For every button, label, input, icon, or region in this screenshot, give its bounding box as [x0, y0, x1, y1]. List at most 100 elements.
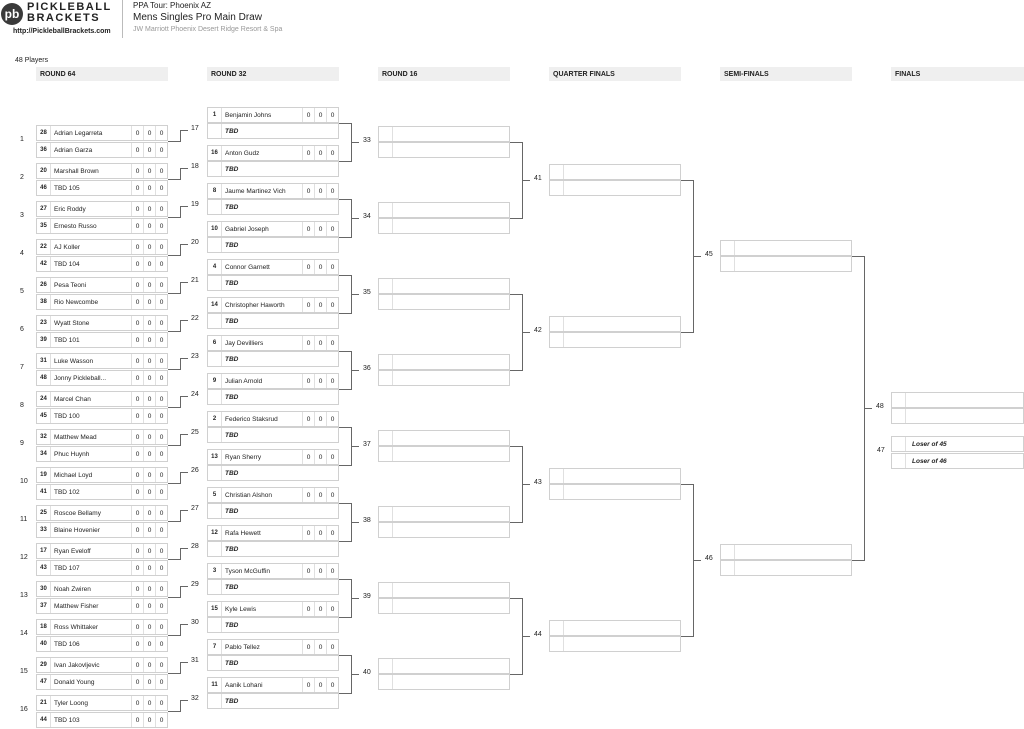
player-slot[interactable]: [720, 256, 852, 272]
player-slot[interactable]: [549, 164, 681, 180]
player-slot[interactable]: [549, 332, 681, 348]
player-slot[interactable]: [378, 658, 510, 674]
logo-line1[interactable]: PICKLEBALL: [27, 1, 112, 13]
player-slot[interactable]: TBD: [207, 161, 339, 177]
player-slot[interactable]: TBD: [207, 313, 339, 329]
player-slot[interactable]: TBD: [207, 389, 339, 405]
player-slot[interactable]: TBD: [207, 351, 339, 367]
player-slot[interactable]: [378, 674, 510, 690]
player-slot[interactable]: [891, 408, 1024, 424]
player-slot[interactable]: [378, 218, 510, 234]
player-slot[interactable]: TBD: [207, 427, 339, 443]
player-slot[interactable]: [378, 202, 510, 218]
player-slot[interactable]: TBD: [207, 693, 339, 709]
player-slot[interactable]: [891, 392, 1024, 408]
player-slot[interactable]: [378, 506, 510, 522]
player-slot[interactable]: TBD: [207, 237, 339, 253]
player-slot[interactable]: [378, 446, 510, 462]
player-slot[interactable]: TBD: [207, 199, 339, 215]
player-slot[interactable]: [549, 620, 681, 636]
player-slot[interactable]: [378, 522, 510, 538]
player-slot[interactable]: Loser of 45: [891, 436, 1024, 452]
player-slot[interactable]: [720, 560, 852, 576]
player-slot[interactable]: [378, 582, 510, 598]
player-slot[interactable]: TBD: [207, 275, 339, 291]
player-slot[interactable]: [720, 240, 852, 256]
player-slot[interactable]: [549, 484, 681, 500]
player-slot[interactable]: TBD: [207, 579, 339, 595]
player-slot[interactable]: TBD: [207, 465, 339, 481]
player-slot[interactable]: [549, 636, 681, 652]
player-slot[interactable]: TBD: [207, 655, 339, 671]
pickleball-logo-icon[interactable]: pb: [1, 3, 23, 25]
player-slot[interactable]: TBD: [207, 123, 339, 139]
player-slot[interactable]: [378, 126, 510, 142]
player-slot[interactable]: [378, 430, 510, 446]
site-link[interactable]: http://PickleballBrackets.com: [13, 28, 111, 35]
player-slot[interactable]: Loser of 46: [891, 453, 1024, 469]
player-slot[interactable]: [378, 370, 510, 386]
player-slot[interactable]: [549, 316, 681, 332]
player-slot[interactable]: [378, 278, 510, 294]
player-slot[interactable]: [378, 294, 510, 310]
player-slot[interactable]: [549, 468, 681, 484]
player-slot[interactable]: [378, 142, 510, 158]
player-slot[interactable]: TBD: [207, 617, 339, 633]
player-slot[interactable]: [720, 544, 852, 560]
logo-line2[interactable]: BRACKETS: [27, 12, 101, 24]
player-slot[interactable]: TBD: [207, 503, 339, 519]
player-slot[interactable]: [378, 598, 510, 614]
player-slot[interactable]: [378, 354, 510, 370]
player-slot[interactable]: TBD: [207, 541, 339, 557]
player-slot[interactable]: [549, 180, 681, 196]
